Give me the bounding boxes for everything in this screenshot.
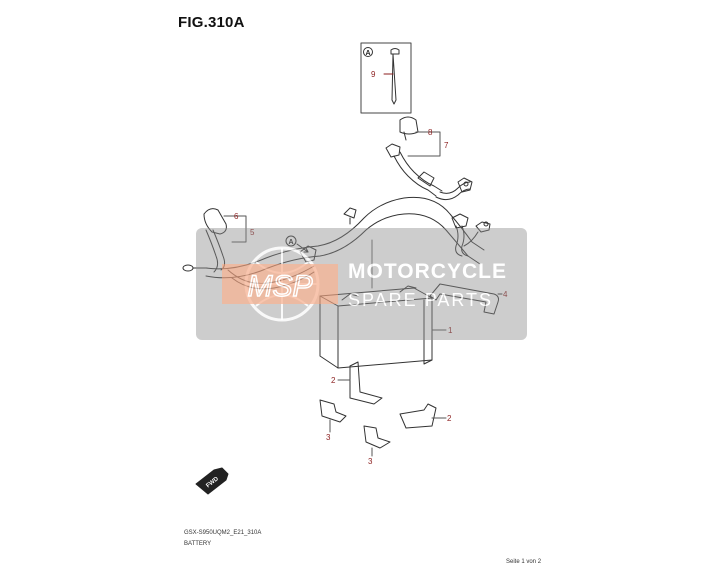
inset-marker-label: A [365, 50, 370, 57]
part-2-bracket-right [399, 403, 447, 429]
part-2-bracket-upper [337, 361, 383, 405]
callout-8: 8 [428, 128, 433, 137]
figure-title: FIG.310A [178, 14, 245, 31]
part-7-positive-cable [385, 116, 473, 201]
watermark-logo [222, 264, 338, 304]
callout-5: 5 [250, 228, 255, 237]
page-info: Seite 1 von 2 [506, 559, 542, 565]
callout-3-left: 3 [326, 433, 331, 442]
model-code: GSX-S950UQM2_E21_310A [184, 530, 262, 536]
part-4-battery-band [429, 283, 503, 315]
watermark-line2: SPARE PARTS [348, 290, 493, 310]
watermark-logo-text: MSP [247, 270, 312, 303]
callout-2-right: 2 [447, 414, 452, 423]
cable-marker-label: A [288, 239, 293, 246]
marker-a-arrow [285, 235, 309, 253]
callout-9: 9 [371, 70, 376, 79]
fwd-arrow-icon [195, 467, 229, 495]
callout-4: 4 [503, 290, 508, 299]
part-3-pad-center [363, 425, 391, 457]
callout-1: 1 [448, 326, 453, 335]
callout-7: 7 [444, 141, 449, 150]
callout-2-upper: 2 [331, 376, 336, 385]
part-3-pad-left [319, 399, 347, 433]
watermark: MSP MOTORCYCLE SPARE PARTS [196, 228, 527, 340]
watermark-line1: MOTORCYCLE [348, 260, 507, 283]
callout-3-center: 3 [368, 457, 373, 466]
right-terminal-connectors [451, 213, 491, 257]
callout-6: 6 [234, 212, 239, 221]
watermark-band [196, 228, 527, 340]
part-5-negative-cable [203, 208, 247, 273]
figure-caption: BATTERY [184, 541, 212, 547]
inset-cable-tie [360, 42, 412, 114]
